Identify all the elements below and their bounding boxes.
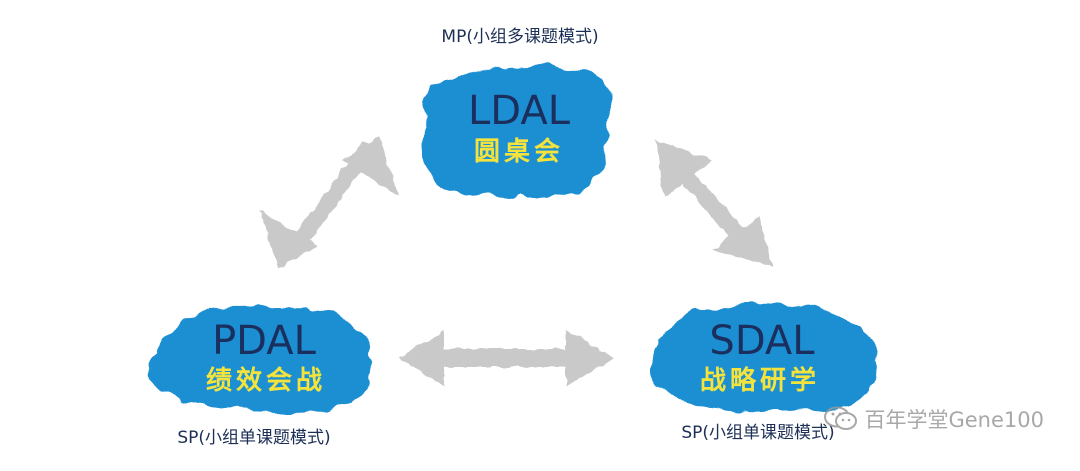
- watermark-text: 百年学堂Gene100: [864, 408, 1044, 432]
- ldal-blob: [422, 65, 611, 198]
- node-sdal: SDAL 战略研学: [650, 303, 878, 413]
- sdal-mode-label: SP(小组单课题模式): [681, 423, 834, 443]
- sdal-title: SDAL: [709, 318, 815, 364]
- arrow-ldal-pdal: [260, 136, 398, 268]
- sdal-blob: [650, 303, 878, 413]
- node-ldal: LDAL 圆桌会: [422, 65, 611, 198]
- pdal-subtitle: 绩效会战: [206, 365, 326, 396]
- arrow-pdal-sdal: [398, 330, 614, 386]
- pdal-blob: [145, 304, 372, 413]
- node-pdal: PDAL 绩效会战: [145, 304, 372, 413]
- ldal-mode-label: MP(小组多课题模式): [441, 27, 598, 47]
- pdal-mode-label: SP(小组单课题模式): [177, 428, 330, 448]
- ldal-title: LDAL: [468, 88, 571, 134]
- wechat-icon: [824, 406, 858, 432]
- arrow-ldal-sdal: [656, 140, 772, 266]
- watermark: 百年学堂Gene100: [824, 404, 1044, 434]
- pdal-title: PDAL: [212, 318, 317, 364]
- sdal-subtitle: 战略研学: [700, 365, 820, 396]
- ldal-subtitle: 圆桌会: [474, 137, 564, 167]
